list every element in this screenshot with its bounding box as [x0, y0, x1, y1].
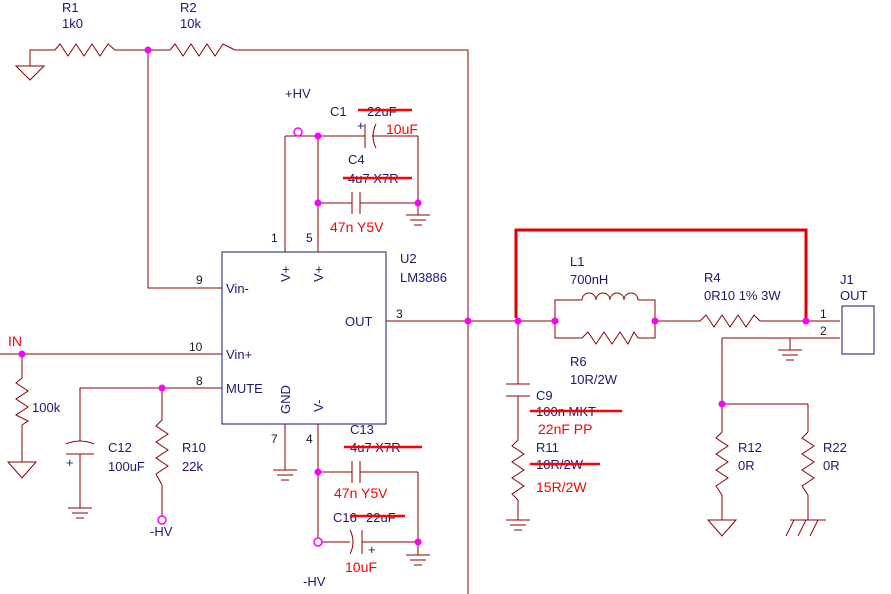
ground-icon: [706, 519, 738, 537]
net-hv-pos: +HV: [285, 86, 311, 101]
svg-text:5: 5: [306, 231, 313, 245]
pin-v-minus: V-: [311, 400, 326, 412]
resistor-r12[interactable]: R12 0R: [715, 431, 762, 496]
resistor-r2[interactable]: R2 10k: [169, 0, 236, 57]
svg-text:8: 8: [196, 374, 203, 388]
ground-icon: [406, 554, 430, 566]
ground-symbols: [6, 60, 826, 566]
pin-mute: MUTE: [226, 381, 263, 396]
r12-ref: R12: [738, 440, 762, 455]
pin-vin-plus: Vin+: [226, 347, 252, 362]
l1-ref: L1: [570, 254, 584, 269]
c4-new-value: 47n Y5V: [330, 219, 384, 235]
capacitor-c16[interactable]: + C16 22uF 10uF: [333, 510, 405, 575]
r6-value: 10R/2W: [570, 372, 618, 387]
svg-text:+: +: [66, 455, 74, 470]
resistor-100k[interactable]: 100k: [15, 377, 61, 426]
pin-gnd: GND: [278, 385, 293, 414]
ground-icon: [273, 469, 297, 481]
c9-new-value: 22nF PP: [538, 421, 592, 437]
r22-ref: R22: [823, 440, 847, 455]
c12-ref: C12: [108, 440, 132, 455]
wires: [0, 49, 840, 594]
pin-v-plus-5: V+: [311, 266, 326, 282]
r4-value: 0R10 1% 3W: [704, 288, 781, 303]
svg-text:+: +: [357, 118, 365, 133]
ground-icon: [6, 461, 38, 479]
r4-ref: R4: [704, 270, 721, 285]
capacitor-c13[interactable]: C13 4u7 X7R 47n Y5V: [334, 422, 422, 501]
ground-icon: [68, 507, 92, 519]
pin-vin-minus: Vin-: [226, 281, 249, 296]
r2-ref: R2: [180, 0, 197, 15]
svg-text:4: 4: [306, 432, 313, 446]
pin-out: OUT: [345, 314, 373, 329]
c13-new-value: 47n Y5V: [334, 485, 388, 501]
ic-u2[interactable]: U2 LM3886 Vin- Vin+ MUTE OUT GND V+ V+ V…: [221, 251, 447, 425]
capacitor-c4[interactable]: C4 4u7 X7R 47n Y5V: [330, 152, 412, 235]
resistor-r1[interactable]: R1 1k0: [54, 0, 116, 57]
c16-ref: C16: [333, 510, 357, 525]
resistor-r11[interactable]: R11 10R/2W 15R/2W: [511, 439, 600, 501]
r1-ref: R1: [62, 0, 79, 15]
resistor-r10[interactable]: R10 22k: [155, 419, 206, 486]
c4-ref: C4: [348, 152, 365, 167]
r2-value: 10k: [180, 16, 201, 31]
chassis-ground-icon: [785, 519, 826, 537]
inductor-l1[interactable]: L1 700nH: [570, 254, 639, 301]
j1-pin2: 2: [820, 324, 827, 338]
r10-ref: R10: [182, 440, 206, 455]
c16-old-value: 22uF: [366, 510, 396, 525]
r100k-value: 100k: [32, 400, 61, 415]
pin-numbers: 9 10 8 1 5 3 7 4: [189, 231, 403, 446]
j1-ref: J1: [840, 272, 854, 287]
svg-text:+: +: [368, 542, 376, 557]
l1-value: 700nH: [570, 272, 608, 287]
c16-new-value: 10uF: [345, 559, 377, 575]
r1-value: 1k0: [62, 16, 83, 31]
ground-icon: [778, 349, 802, 361]
net-labels: IN +HV -HV -HV: [8, 86, 326, 589]
net-hv-neg-c16: -HV: [303, 574, 326, 589]
u2-value: LM3886: [400, 270, 447, 285]
pin-v-plus-1: V+: [278, 266, 293, 282]
r11-ref: R11: [536, 440, 559, 455]
r22-value: 0R: [823, 458, 840, 473]
r11-new-value: 15R/2W: [536, 479, 587, 495]
c12-value: 100uF: [108, 459, 145, 474]
connector-j1[interactable]: J1 OUT 1 2: [820, 272, 875, 355]
c9-ref: C9: [536, 388, 553, 403]
c1-old-value: 22uF: [367, 104, 397, 119]
capacitor-c1[interactable]: + C1 22uF 10uF: [330, 104, 418, 149]
capacitor-c9[interactable]: C9 100n MKT 22nF PP: [506, 383, 622, 437]
r12-value: 0R: [738, 458, 755, 473]
r6-ref: R6: [570, 354, 587, 369]
svg-text:1: 1: [271, 231, 278, 245]
capacitor-c12[interactable]: + C12 100uF: [65, 428, 145, 474]
u2-ref: U2: [400, 251, 417, 266]
junction-dots: [18, 46, 810, 547]
c1-ref: C1: [330, 104, 347, 119]
resistor-r22[interactable]: R22 0R: [801, 431, 847, 496]
ground-icon: [406, 214, 430, 226]
c1-new-value: 10uF: [386, 121, 418, 137]
bypass-wire: [514, 228, 808, 321]
c13-ref: C13: [350, 422, 374, 437]
svg-text:9: 9: [196, 273, 203, 287]
ground-icon: [506, 519, 530, 531]
j1-value: OUT: [840, 288, 868, 303]
svg-text:10: 10: [189, 340, 203, 354]
resistor-r4[interactable]: R4 0R10 1% 3W: [699, 270, 781, 328]
net-in: IN: [8, 333, 22, 349]
ground-icon: [14, 65, 46, 81]
svg-text:7: 7: [271, 432, 278, 446]
svg-text:3: 3: [396, 307, 403, 321]
net-hv-neg-r10: -HV: [150, 524, 173, 539]
j1-pin1: 1: [820, 307, 827, 321]
resistor-r6[interactable]: R6 10R/2W: [570, 331, 639, 387]
r10-value: 22k: [182, 459, 203, 474]
